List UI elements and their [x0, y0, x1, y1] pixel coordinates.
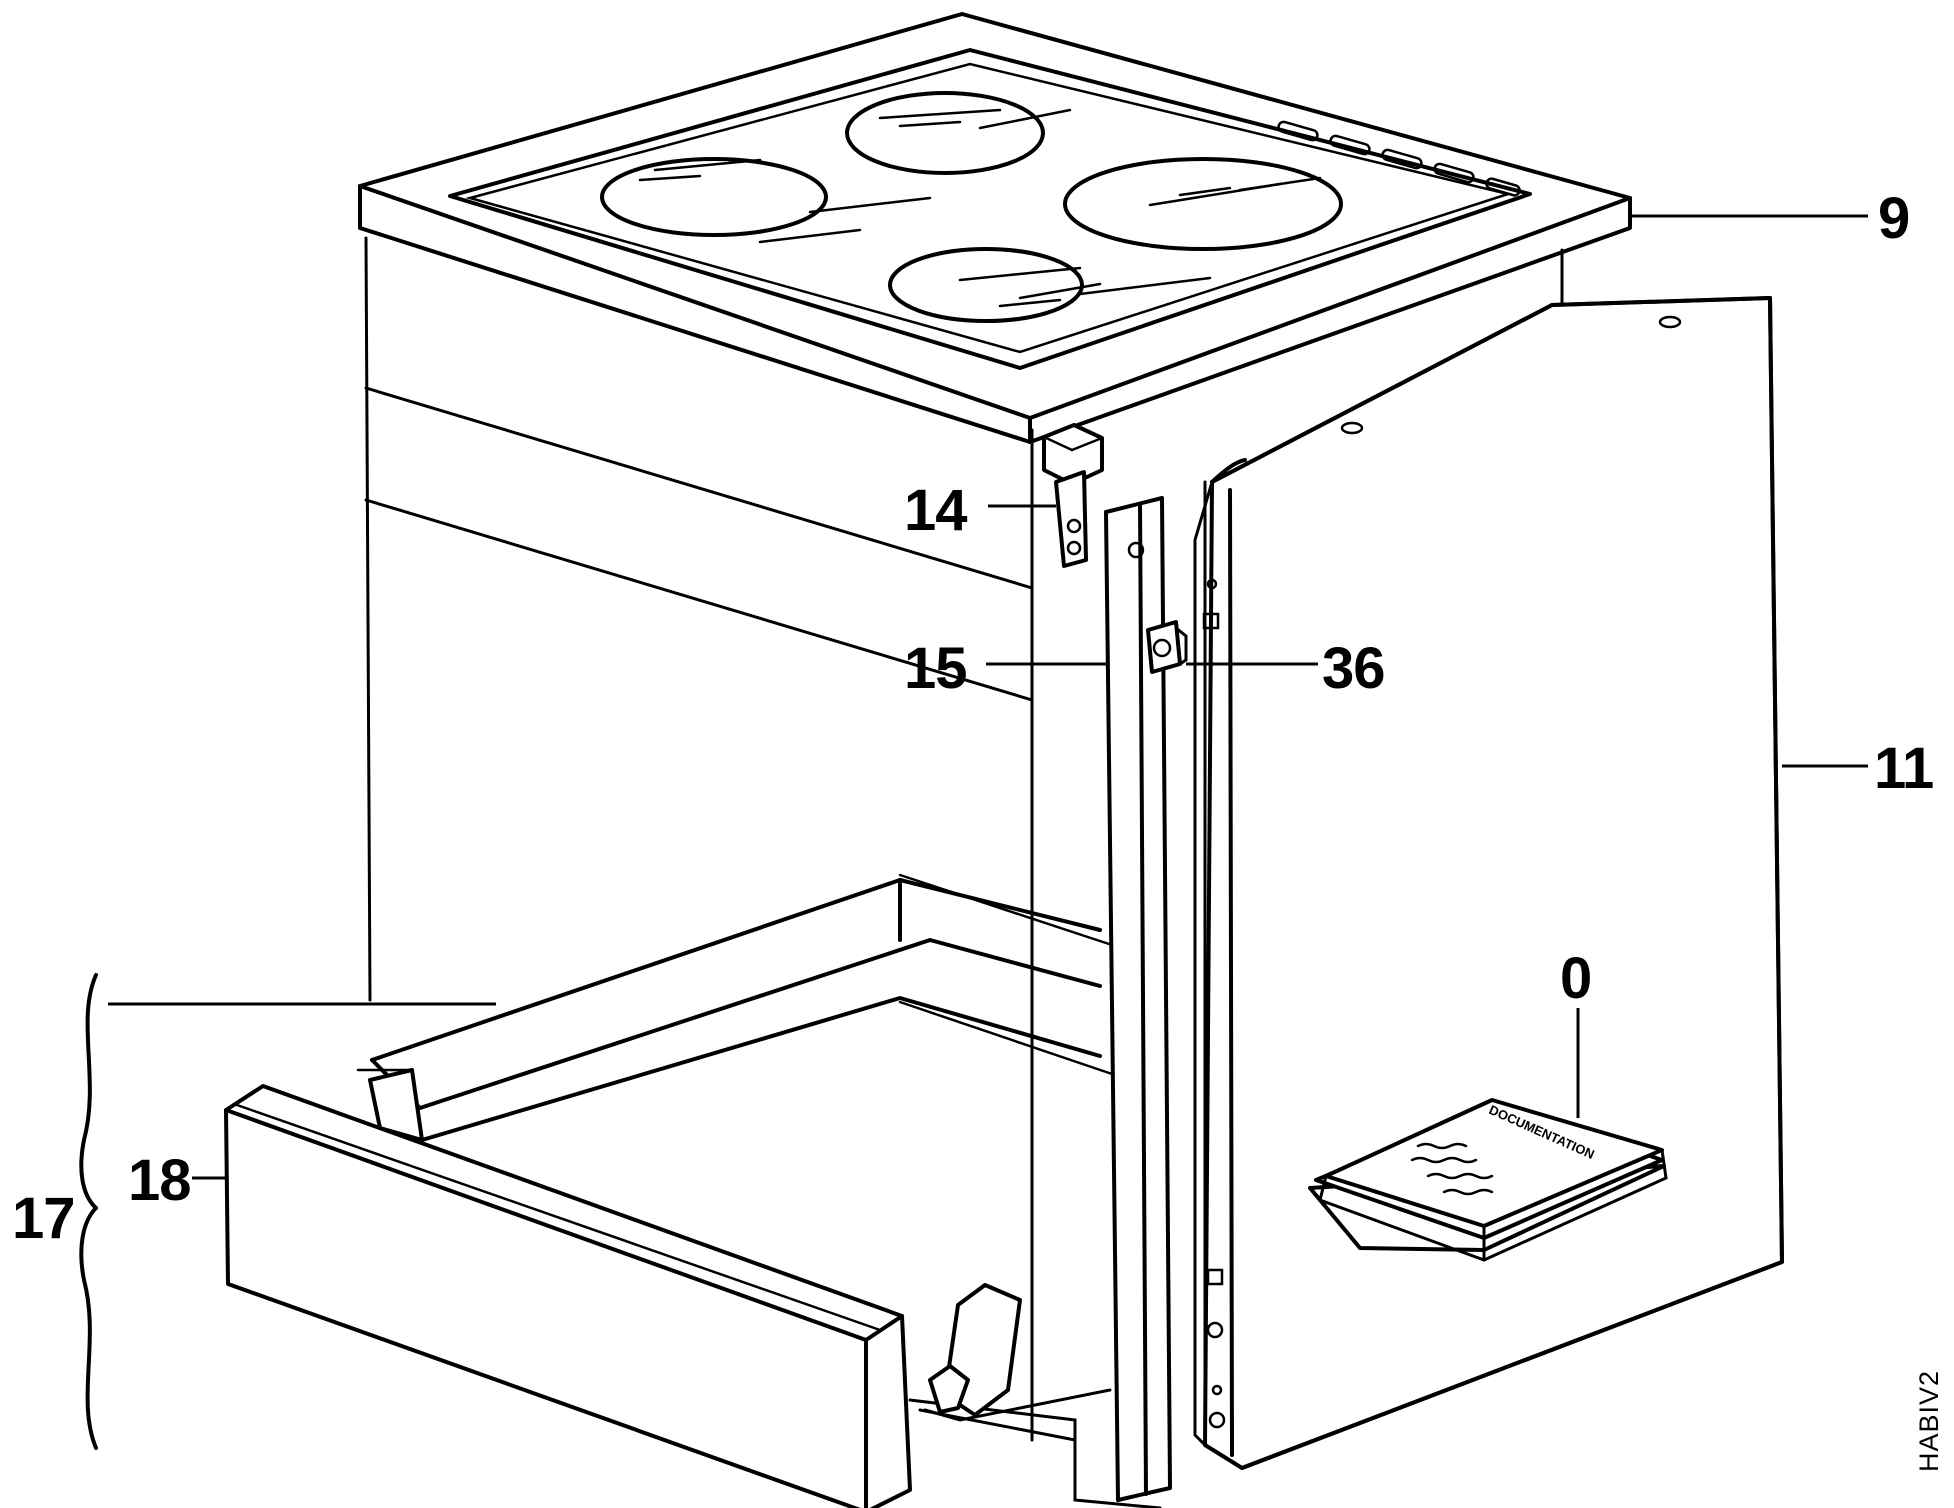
callout-labels: 9 11 14 15 36 0 18 17	[12, 186, 1934, 1251]
callout-17: 17	[12, 1186, 75, 1251]
callout-14: 14	[904, 478, 967, 543]
hob-worktop	[358, 12, 1632, 444]
callout-36: 36	[1322, 636, 1385, 701]
side-panel	[1193, 296, 1784, 1470]
callout-9: 9	[1878, 186, 1909, 251]
mounting-clip	[1146, 620, 1188, 674]
cooking-zone-back	[845, 91, 1045, 175]
hinge-bracket	[1042, 423, 1104, 568]
cooking-zone-left	[600, 157, 828, 237]
drawer-front	[224, 1084, 912, 1508]
front-rail	[1104, 496, 1172, 1502]
storage-drawer	[224, 878, 1112, 1508]
drawing-code: HABIV2	[1914, 1370, 1944, 1472]
callout-0: 0	[1560, 946, 1591, 1011]
documentation-booklet: DOCUMENTATION	[1308, 1098, 1668, 1262]
cabinet-body	[364, 236, 1564, 1508]
callout-18: 18	[128, 1148, 191, 1213]
cooking-zone-front	[888, 247, 1084, 323]
hob-control-slots	[1277, 120, 1521, 197]
callout-15: 15	[904, 636, 967, 701]
callout-11: 11	[1874, 736, 1933, 801]
leader-lines	[108, 214, 1868, 1180]
brace-17	[79, 973, 98, 1450]
cooking-zone-right	[1063, 157, 1343, 251]
